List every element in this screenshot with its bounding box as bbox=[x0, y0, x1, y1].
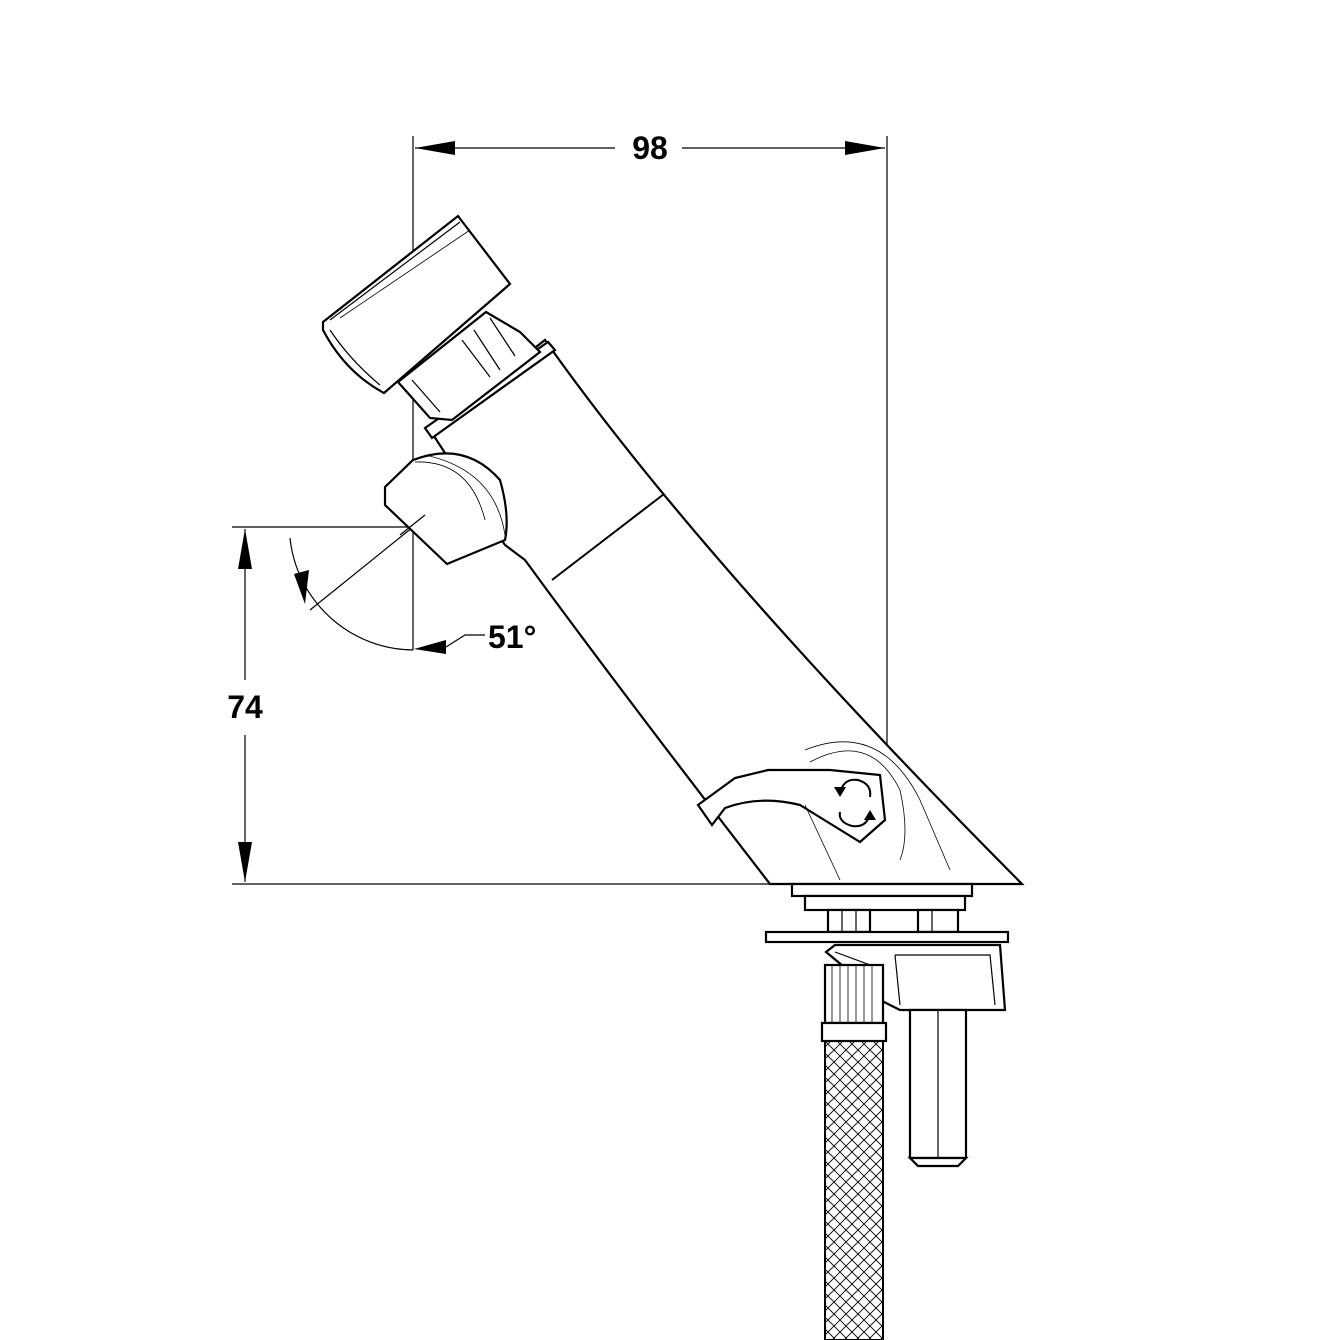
angle-arrowhead-lower bbox=[414, 640, 446, 654]
rotate-arrows-icon bbox=[834, 778, 876, 828]
hose-fitting-thread bbox=[823, 963, 885, 1025]
mounting-hardware bbox=[764, 882, 1010, 1340]
faucet-body bbox=[321, 214, 1025, 886]
spout-contour bbox=[414, 461, 486, 521]
push-button-cap bbox=[321, 214, 512, 395]
threaded-stud bbox=[826, 908, 872, 934]
arrowhead-bottom bbox=[238, 842, 252, 882]
angle-arc bbox=[289, 537, 414, 651]
width-label: 98 bbox=[632, 130, 668, 166]
spout-contour-outer bbox=[424, 454, 506, 536]
clamp-bracket-detail bbox=[894, 954, 996, 1006]
angle-label: 51° bbox=[488, 619, 536, 655]
countertop-washer bbox=[764, 930, 1010, 944]
body-band-line bbox=[551, 493, 665, 581]
stem-line-1 bbox=[411, 379, 441, 413]
arrowhead-top bbox=[238, 529, 252, 569]
stem-line-4 bbox=[489, 317, 516, 357]
base-ring bbox=[803, 894, 967, 912]
angle-reference-line bbox=[309, 526, 414, 611]
arrowhead-right bbox=[845, 141, 885, 155]
stem-line-2 bbox=[461, 339, 491, 378]
arrowhead-left bbox=[415, 141, 455, 155]
spout-center-mark bbox=[399, 514, 426, 536]
lever-hub-contour bbox=[809, 750, 906, 861]
height-label: 74 bbox=[227, 689, 263, 725]
angle-arrowhead-upper bbox=[294, 570, 309, 604]
stem-line-3 bbox=[473, 329, 501, 371]
faucet-main-body bbox=[428, 338, 1025, 886]
braided-hose bbox=[824, 1040, 884, 1340]
hose-ferrule bbox=[820, 1021, 888, 1043]
fixing-rod-top bbox=[916, 908, 960, 934]
button-edge-line bbox=[329, 221, 461, 321]
nut-chamfer bbox=[907, 1156, 969, 1168]
spout-outlet bbox=[383, 452, 508, 566]
base-plate bbox=[790, 882, 974, 898]
button-highlight bbox=[339, 229, 471, 319]
lever-hub-lower bbox=[804, 804, 841, 881]
angle-leader bbox=[445, 634, 485, 648]
lever-hub-outer bbox=[804, 741, 951, 871]
button-face-curve bbox=[329, 329, 381, 386]
height-dimension: 74 bbox=[227, 526, 770, 885]
angle-dimension: 51° bbox=[289, 526, 536, 655]
